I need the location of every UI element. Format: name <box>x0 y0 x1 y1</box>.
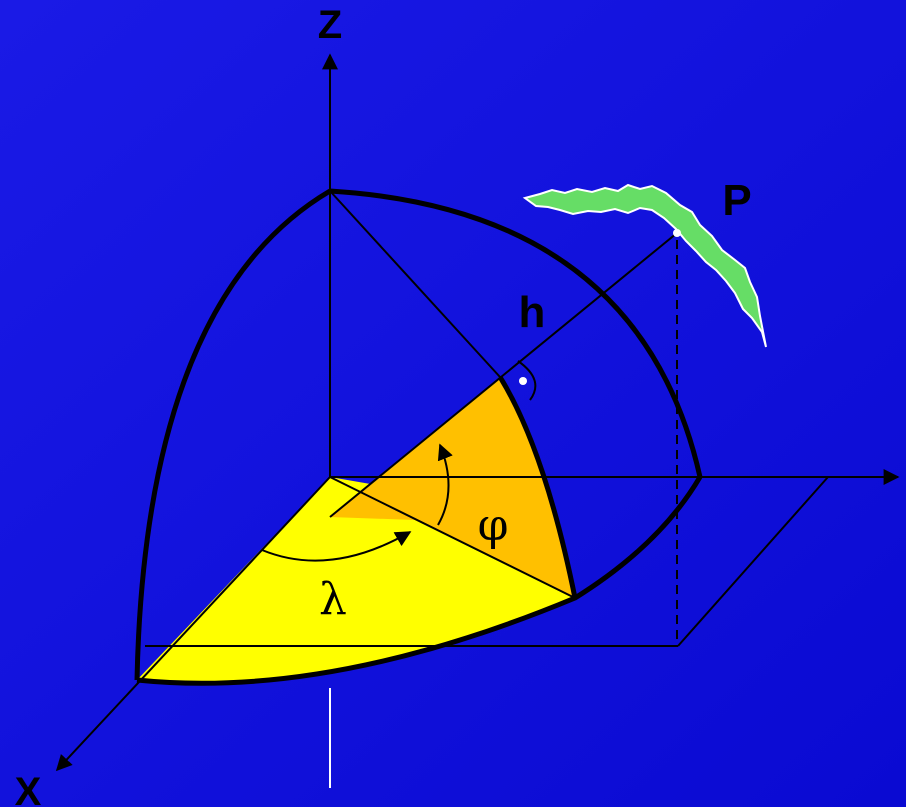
point-p-marker <box>673 229 681 237</box>
point-label: P <box>722 176 751 225</box>
meridian-sector <box>330 377 575 598</box>
normal-line <box>329 232 678 518</box>
longitude-arc <box>261 531 412 562</box>
z-axis-label: Z <box>318 3 342 47</box>
x-axis-label: X <box>15 770 42 807</box>
terrain-surface <box>522 183 767 348</box>
right-angle-marker <box>517 360 537 401</box>
ellipsoid-yz-meridian <box>329 188 703 478</box>
latitude-arc <box>437 443 453 526</box>
ellipsoid-point-meridian <box>497 375 578 599</box>
longitude-label: λ <box>319 574 347 625</box>
right-angle-dot <box>519 377 527 385</box>
height-label: h <box>519 288 546 337</box>
latitude-label: φ <box>478 500 509 551</box>
pole-meridian-line <box>329 190 501 378</box>
plane-edge-right <box>677 476 829 647</box>
meridian-base-line <box>329 476 576 599</box>
ellipsoid-xz-meridian <box>134 188 332 681</box>
ellipsoid-equator <box>136 475 703 686</box>
x-axis-line <box>55 476 331 772</box>
